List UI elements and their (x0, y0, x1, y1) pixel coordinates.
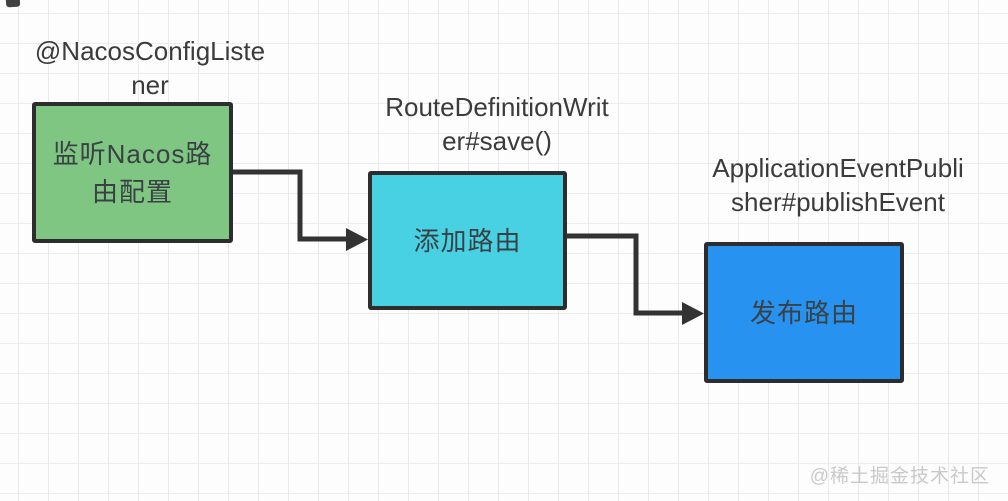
arrowhead-icon (682, 302, 704, 325)
node-listen-nacos-route-config: 监听Nacos路 由配置 (32, 102, 233, 243)
node-annotation-application-event-publisher: ApplicationEventPubli sher#publishEvent (712, 153, 964, 217)
arrow-listen-to-add-route (233, 169, 368, 251)
node-annotation-route-definition-writer-save: RouteDefinitionWrit er#save() (385, 92, 609, 156)
node-annotation-nacos-config-listener: @NacosConfigListe ner (34, 36, 266, 100)
arrow-line (233, 169, 348, 242)
arrow-add-route-to-publish-route (567, 233, 704, 325)
arrowhead-icon (346, 228, 368, 251)
arrow-line (567, 233, 684, 316)
cropped-artifact-mark (5, 0, 21, 8)
node-add-route: 添加路由 (368, 171, 567, 310)
watermark-juejin-community: @稀土掘金技术社区 (809, 466, 990, 487)
node-publish-route: 发布路由 (704, 242, 904, 383)
